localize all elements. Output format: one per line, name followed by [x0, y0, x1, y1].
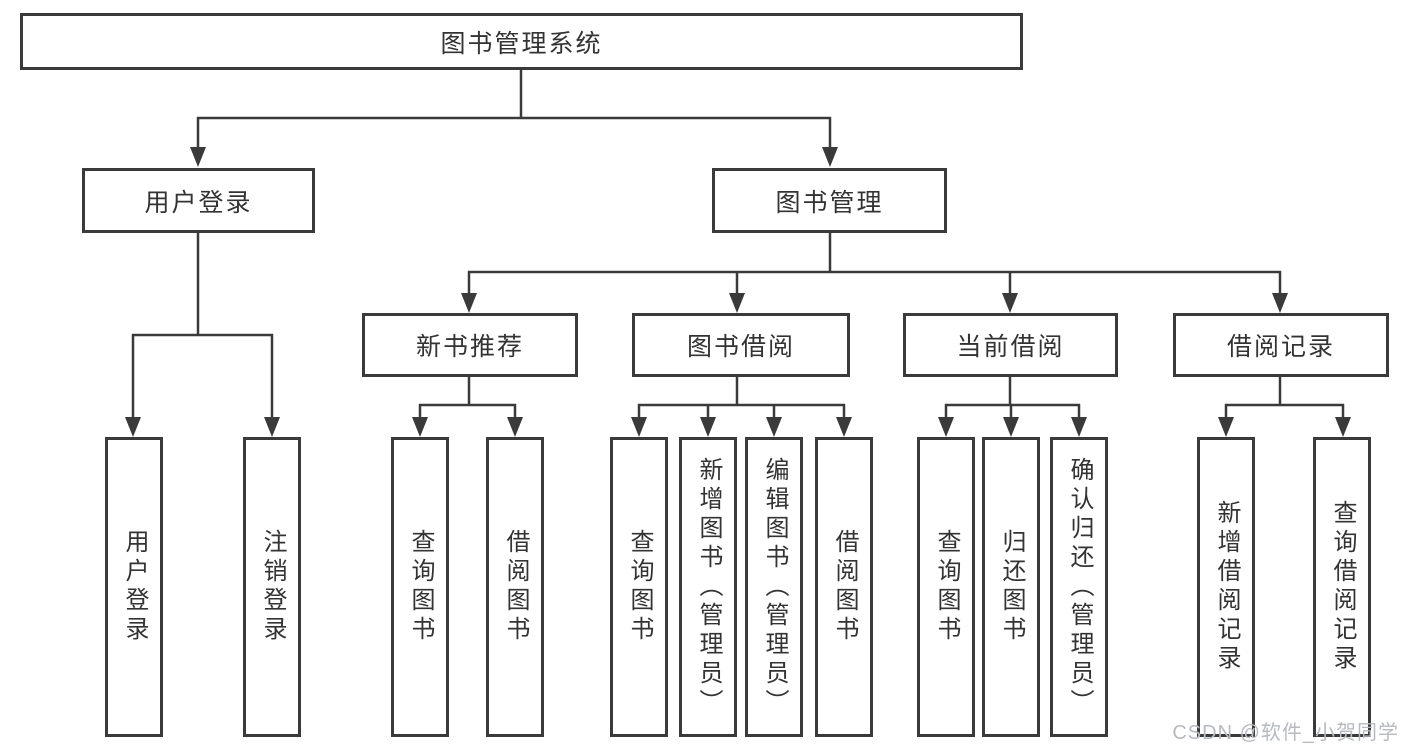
node-new-book-recommend: 新书推荐 [362, 313, 578, 377]
leaf-add-borrow-record-label: 新增借阅记录 [1213, 500, 1240, 674]
leaf-borrow-books-label: 借阅图书 [831, 529, 858, 645]
node-root: 图书管理系统 [20, 13, 1023, 70]
leaf-add-borrow-record: 新增借阅记录 [1197, 437, 1255, 737]
node-user-login-label: 用户登录 [144, 188, 253, 217]
leaf-edit-book-admin-label: 编辑图书（管理员） [761, 456, 788, 718]
leaf-query-borrow-record-label: 查询借阅记录 [1329, 500, 1356, 674]
leaf-borrow-books-recommend-label: 借阅图书 [502, 529, 529, 645]
leaf-query-borrow-record: 查询借阅记录 [1313, 437, 1371, 737]
leaf-add-book-admin: 新增图书（管理员） [679, 437, 737, 737]
leaf-query-books-borrow: 查询图书 [610, 437, 668, 737]
leaf-user-login-label: 用户登录 [121, 529, 148, 645]
node-borrow-records-label: 借阅记录 [1226, 333, 1335, 361]
leaf-borrow-books: 借阅图书 [815, 437, 873, 737]
node-borrow-records: 借阅记录 [1173, 313, 1389, 377]
arrowheads [125, 147, 1351, 437]
leaf-query-books-current-label: 查询图书 [933, 529, 960, 645]
leaf-user-login: 用户登录 [105, 437, 163, 737]
node-current-borrow-label: 当前借阅 [956, 333, 1065, 361]
leaf-borrow-books-recommend: 借阅图书 [486, 437, 544, 737]
node-book-borrow-label: 图书借阅 [686, 333, 795, 361]
leaf-query-books-current: 查询图书 [917, 437, 975, 737]
leaf-confirm-return-admin-label: 确认归还（管理员） [1066, 456, 1093, 718]
leaf-return-book: 归还图书 [982, 437, 1040, 737]
leaf-query-books-recommend-label: 查询图书 [407, 529, 434, 645]
leaf-return-book-label: 归还图书 [998, 529, 1025, 645]
leaf-logout-label: 注销登录 [259, 529, 286, 645]
csdn-watermark: CSDN @软件_小贺同学 [1172, 722, 1399, 744]
leaf-logout: 注销登录 [243, 437, 301, 737]
node-new-book-recommend-label: 新书推荐 [415, 333, 524, 361]
leaf-query-books-recommend: 查询图书 [391, 437, 449, 737]
node-book-management: 图书管理 [712, 168, 947, 233]
node-root-label: 图书管理系统 [440, 29, 603, 58]
leaf-add-book-admin-label: 新增图书（管理员） [695, 456, 722, 718]
leaf-edit-book-admin: 编辑图书（管理员） [745, 437, 803, 737]
leaf-query-books-borrow-label: 查询图书 [626, 529, 653, 645]
node-current-borrow: 当前借阅 [903, 313, 1118, 377]
node-book-management-label: 图书管理 [775, 188, 884, 217]
leaf-confirm-return-admin: 确认归还（管理员） [1050, 437, 1108, 737]
node-book-borrow: 图书借阅 [632, 313, 850, 377]
node-user-login: 用户登录 [82, 168, 315, 233]
